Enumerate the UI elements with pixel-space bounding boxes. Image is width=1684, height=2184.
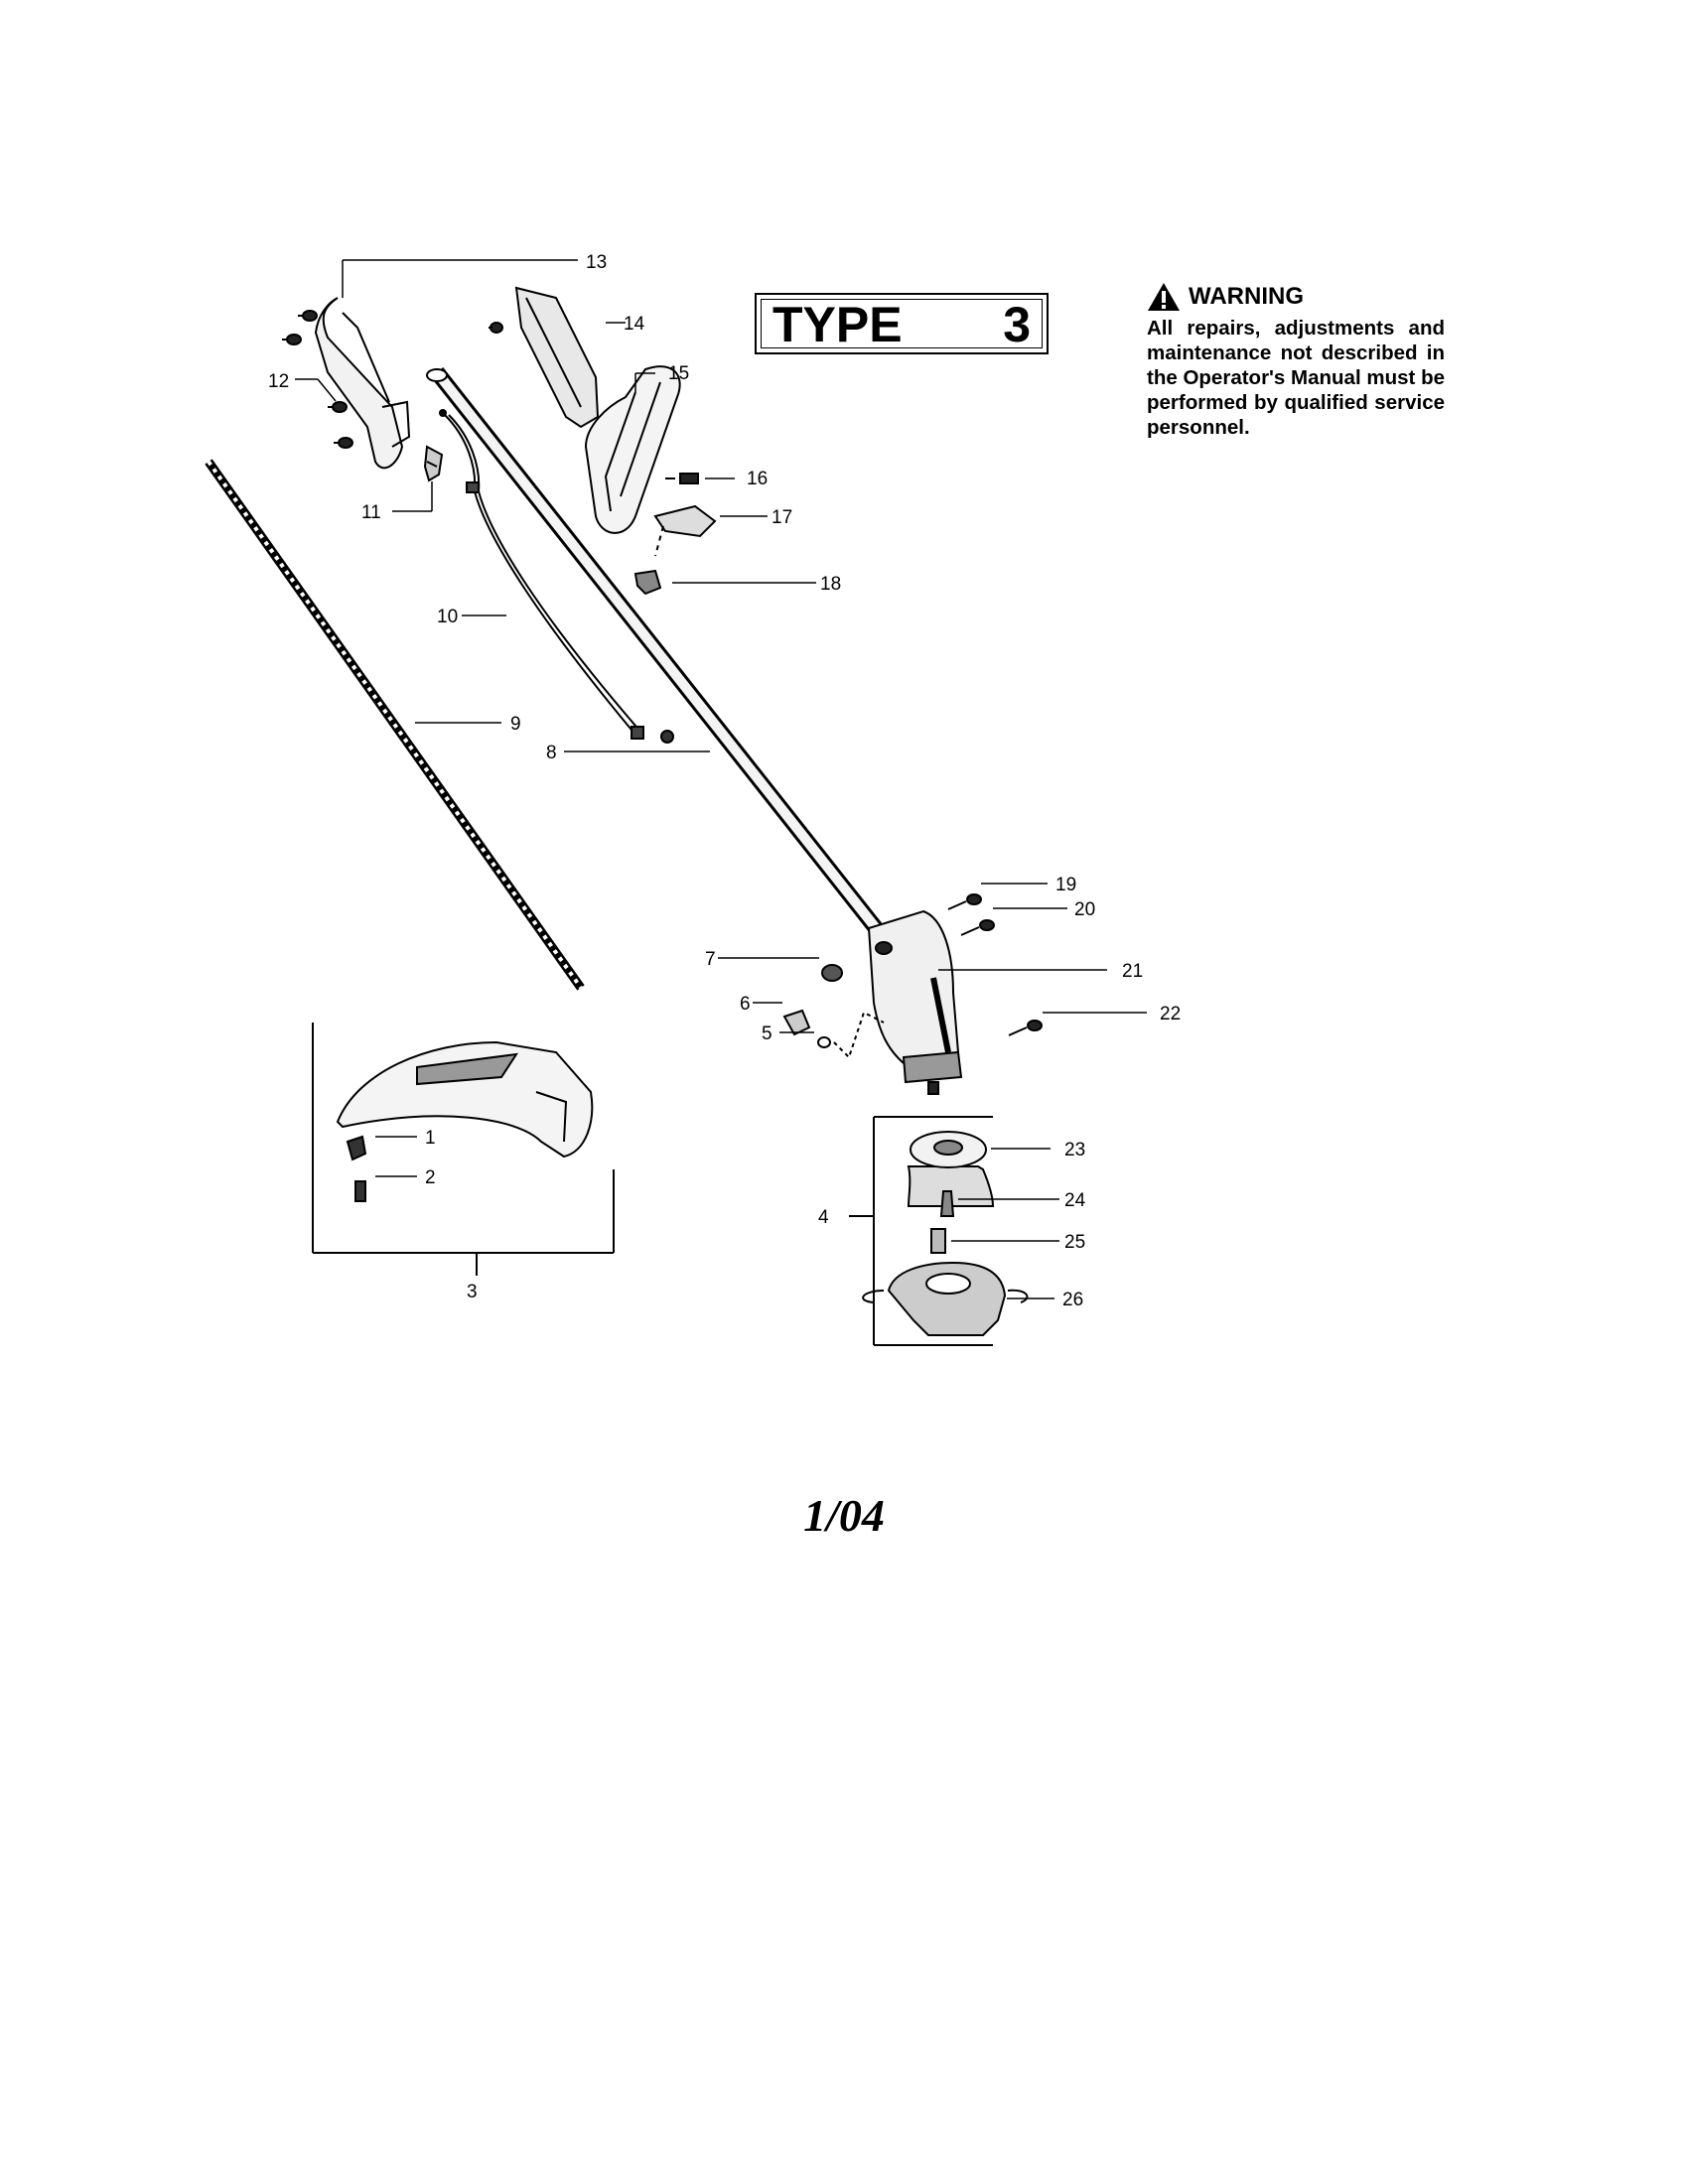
callout-16: 16: [747, 469, 768, 489]
callout-12: 12: [268, 371, 289, 392]
leader-lines: [295, 259, 1147, 1299]
guard-assembly-bracket: [312, 1023, 615, 1276]
handle-clamp: [653, 504, 717, 557]
type-label: TYPE: [772, 297, 903, 352]
callout-18: 18: [820, 574, 841, 595]
callout-25: 25: [1064, 1232, 1085, 1253]
callout-7: 7: [705, 949, 716, 970]
warning-text: All repairs, adjustments and maintenance…: [1147, 317, 1445, 439]
callout-3: 3: [467, 1282, 478, 1302]
flex-drive-cable: [205, 459, 585, 991]
callout-17: 17: [772, 507, 792, 528]
spool-cover: [907, 1131, 995, 1207]
shield-bracket: [782, 1009, 885, 1059]
warning-header: WARNING: [1147, 280, 1445, 314]
handle-cover: [489, 286, 600, 429]
handle-bolt: [665, 473, 699, 484]
date-code: 1/04: [803, 1490, 885, 1541]
callout-20: 20: [1074, 899, 1095, 920]
d-handle: [584, 365, 681, 534]
callout-1: 1: [425, 1128, 436, 1149]
callout-5: 5: [762, 1024, 772, 1044]
spool-retainer: [930, 1228, 946, 1254]
warning-notice: WARNING All repairs, adjustments and mai…: [1147, 280, 1445, 440]
upper-handle-housing: [314, 297, 411, 470]
warning-triangle-icon: [1148, 283, 1180, 311]
callout-24: 24: [1064, 1190, 1086, 1211]
wing-nut: [633, 569, 662, 596]
callout-10: 10: [437, 607, 458, 627]
spool-spring: [939, 1190, 955, 1217]
callout-15: 15: [668, 363, 689, 384]
callout-13: 13: [586, 252, 607, 273]
callout-2: 2: [425, 1167, 436, 1188]
housing-screws: [947, 893, 1043, 1036]
callout-21: 21: [1122, 961, 1143, 982]
callout-labels: 13 14 15 12 16 17 11 18 10 9 8 19 20 7 2…: [268, 252, 1181, 1310]
trimmer-head-bracket: [849, 1116, 993, 1346]
type-box: TYPE 3: [755, 293, 1049, 354]
callout-26: 26: [1062, 1290, 1083, 1310]
shield-screws: [346, 1135, 367, 1202]
warning-title: WARNING: [1189, 283, 1304, 310]
callout-14: 14: [624, 314, 645, 335]
ignition-switch: [423, 445, 444, 482]
type-number: 3: [1003, 297, 1031, 352]
callout-19: 19: [1055, 875, 1076, 895]
callout-11: 11: [361, 502, 381, 523]
gear-head-housing: [867, 909, 963, 1095]
callout-8: 8: [546, 743, 557, 763]
callout-22: 22: [1160, 1004, 1181, 1024]
spool-housing: [862, 1261, 1029, 1336]
shaft-bushing: [821, 964, 843, 982]
handle-screws: [282, 310, 353, 449]
callout-6: 6: [740, 994, 751, 1015]
callout-4: 4: [818, 1207, 829, 1228]
grass-shield: [336, 1040, 594, 1159]
drive-shaft-tube: [426, 367, 891, 943]
callout-23: 23: [1064, 1140, 1085, 1160]
throttle-cable: [439, 409, 674, 744]
callout-9: 9: [510, 714, 521, 735]
